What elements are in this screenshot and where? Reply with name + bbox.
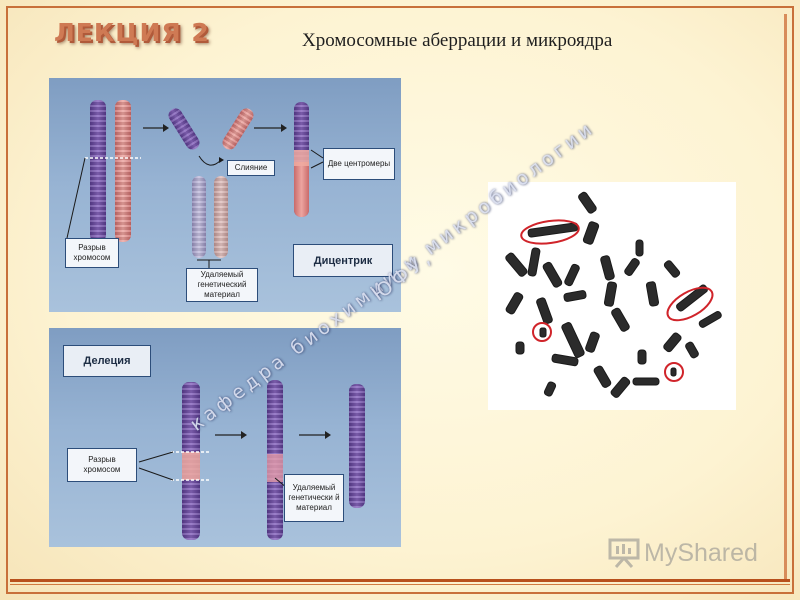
frame-bottom-line	[10, 584, 790, 585]
chromosome-spread	[505, 191, 722, 398]
deletion-break-label: Разрыв хромосом	[67, 448, 137, 482]
highlight-circle-1	[520, 219, 580, 245]
deletion-diagram: Делеция Разрыв хромосом Удаляемый генети…	[49, 328, 401, 547]
slide-frame	[6, 6, 794, 594]
myshared-logo: MyShared	[608, 538, 758, 568]
slide-title: Хромосомные аберрации и микроядра	[302, 30, 613, 51]
lecture-title: ЛЕКЦИЯ 2	[54, 18, 210, 47]
chromosome-purple	[90, 100, 106, 242]
deletion-name-box: Делеция	[63, 345, 151, 377]
deletion-chromosome-2	[267, 380, 283, 540]
metaphase-spread-image	[488, 182, 736, 410]
frame-bottom-bar	[10, 579, 790, 582]
removed-fragment-rosy	[214, 176, 228, 258]
highlight-circle-3	[532, 322, 552, 342]
chromosome-pink	[115, 100, 131, 242]
brand-text: MyShared	[644, 538, 758, 567]
presentation-icon	[608, 538, 640, 568]
break-label: Разрыв хромосом	[65, 238, 119, 268]
fusion-label: Слияние	[227, 160, 275, 176]
deletion-chromosome-3	[349, 384, 365, 508]
deletion-arrows	[138, 431, 331, 489]
removed-material-label: Удаляемый генетический материал	[186, 268, 258, 302]
two-centromeres-label: Две центромеры	[323, 148, 395, 180]
dicentric-name-box: Дицентрик	[293, 244, 393, 277]
highlight-circle-2	[666, 286, 714, 322]
dicentric-arrows	[66, 124, 324, 268]
dicentric-chromosome	[294, 102, 309, 217]
highlight-circle-4	[664, 362, 684, 382]
frame-right-edge	[784, 14, 787, 579]
removed-fragment-lavender	[192, 176, 206, 258]
deletion-removed-label: Удаляемый генетически й материал	[284, 474, 344, 522]
deletion-chromosome-1	[182, 382, 200, 540]
dicentric-diagram: Разрыв хромосом Слияние Две центромеры У…	[49, 78, 401, 312]
